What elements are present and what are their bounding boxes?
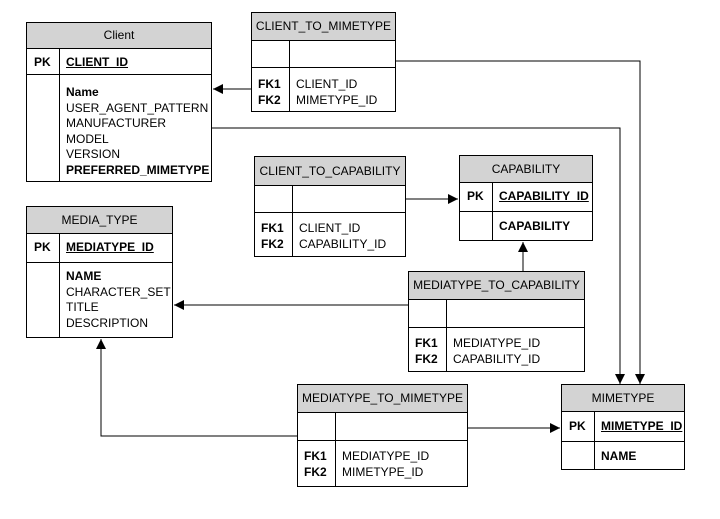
entity-client-to-capability: CLIENT_TO_CAPABILITY FK1 FK2 CLIENT_ID C… — [254, 156, 406, 257]
divider — [27, 74, 211, 75]
entity-client-to-mimetype: CLIENT_TO_MIMETYPE FK1 FK2 CLIENT_ID MIM… — [251, 12, 396, 112]
attribute-name: NAME — [601, 449, 637, 463]
attribute-capability: CAPABILITY — [499, 219, 571, 233]
attribute-model: MODEL — [66, 131, 109, 146]
pk-label: PK — [467, 189, 484, 203]
pk-label: PK — [569, 419, 586, 433]
fk1-field: MEDIATYPE_ID — [342, 449, 430, 463]
pk-field: MIMETYPE_ID — [601, 419, 683, 433]
fk1-label: FK1 — [415, 336, 438, 350]
entity-mediatype-to-mimetype-title: MEDIATYPE_TO_MIMETYPE — [298, 385, 467, 413]
divider — [27, 262, 172, 263]
rel-client-mimetype — [211, 127, 625, 384]
rel-client-to-mimetype-mimetype — [396, 60, 645, 384]
key-column — [409, 300, 447, 371]
key-column — [562, 412, 595, 469]
attribute-title: TITLE — [66, 300, 99, 314]
entity-client-to-mimetype-title: CLIENT_TO_MIMETYPE — [252, 13, 395, 41]
attribute-user-agent-pattern: USER_AGENT_PATTERN — [66, 100, 209, 115]
fk1-field: CLIENT_ID — [296, 77, 358, 91]
attribute-preferred-mimetype: PREFERRED_MIMETYPE — [66, 162, 210, 177]
fk2-field: CAPABILITY_ID — [299, 237, 387, 251]
attribute-description: DESCRIPTION — [66, 315, 149, 330]
attribute-version: VERSION — [66, 147, 121, 161]
entity-media-type: MEDIA_TYPE PK MEDIATYPE_ID NAME CHARACTE… — [26, 206, 173, 338]
fk2-label: FK2 — [415, 352, 438, 366]
attribute-list: NAME CHARACTER_SET TITLE DESCRIPTION — [66, 269, 171, 331]
entity-mediatype-to-capability: MEDIATYPE_TO_CAPABILITY FK1 FK2 MEDIATYP… — [408, 271, 585, 372]
entity-client: Client PK CLIENT_ID Name USER_AGENT_PATT… — [26, 22, 212, 182]
attribute-list: Name USER_AGENT_PATTERN MANUFACTURER MOD… — [66, 85, 209, 178]
attribute-character-set: CHARACTER_SET — [66, 284, 171, 299]
entity-mediatype-to-mimetype: MEDIATYPE_TO_MIMETYPE FK1 FK2 MEDIATYPE_… — [297, 384, 468, 487]
pk-field: CLIENT_ID — [66, 55, 129, 69]
key-column — [255, 186, 293, 256]
fk2-field: MIMETYPE_ID — [296, 93, 378, 107]
fk1-field: MEDIATYPE_ID — [453, 336, 541, 350]
pk-field: MEDIATYPE_ID — [66, 240, 154, 254]
key-column — [298, 413, 336, 486]
fk1-label: FK1 — [261, 221, 284, 235]
entity-mediatype-to-capability-title: MEDIATYPE_TO_CAPABILITY — [409, 272, 584, 300]
fk2-field: MIMETYPE_ID — [342, 465, 424, 479]
divider — [252, 67, 395, 68]
entity-capability-title: CAPABILITY — [460, 156, 592, 183]
entity-mimetype: MIMETYPE PK MIMETYPE_ID NAME — [561, 384, 685, 470]
rel-mediatype-to-mimetype-media-type — [96, 339, 297, 437]
entity-client-to-capability-title: CLIENT_TO_CAPABILITY — [255, 157, 405, 186]
fk2-label: FK2 — [304, 465, 327, 479]
fk2-label: FK2 — [261, 237, 284, 251]
fk2-field: CAPABILITY_ID — [453, 352, 541, 366]
entity-client-title: Client — [27, 23, 211, 49]
entity-capability: CAPABILITY PK CAPABILITY_ID CAPABILITY — [459, 155, 593, 241]
fk1-label: FK1 — [304, 449, 327, 463]
key-column — [252, 41, 290, 111]
attribute-name: Name — [66, 85, 99, 99]
pk-label: PK — [34, 55, 51, 69]
attribute-name: NAME — [66, 269, 102, 283]
divider — [298, 440, 467, 441]
divider — [562, 441, 684, 442]
fk1-field: CLIENT_ID — [299, 221, 361, 235]
entity-media-type-title: MEDIA_TYPE — [27, 207, 172, 234]
key-column — [27, 49, 60, 181]
divider — [460, 211, 592, 212]
divider — [255, 212, 405, 213]
entity-mimetype-title: MIMETYPE — [562, 385, 684, 412]
pk-label: PK — [34, 240, 51, 254]
pk-field: CAPABILITY_ID — [499, 189, 589, 203]
fk2-label: FK2 — [258, 93, 281, 107]
divider — [409, 327, 584, 328]
fk1-label: FK1 — [258, 77, 281, 91]
key-column — [27, 234, 60, 337]
attribute-manufacturer: MANUFACTURER — [66, 116, 167, 130]
